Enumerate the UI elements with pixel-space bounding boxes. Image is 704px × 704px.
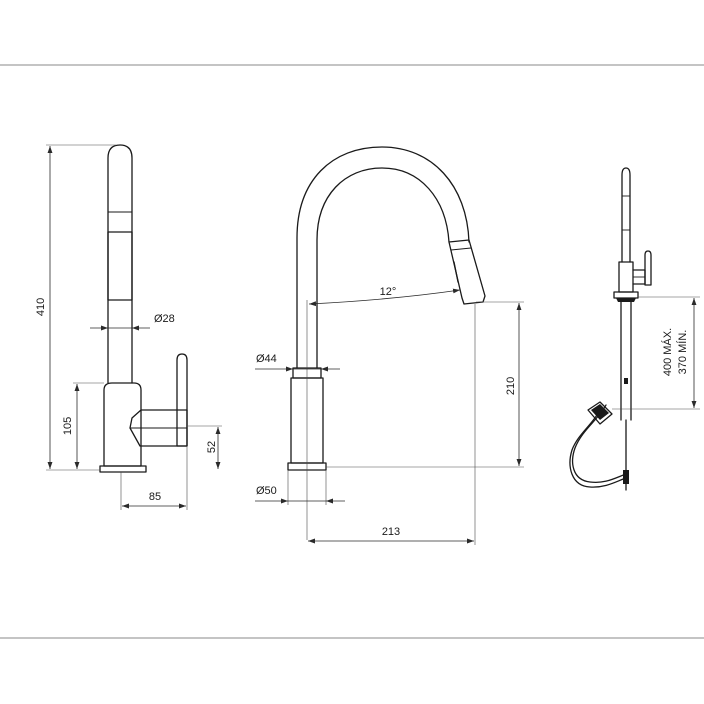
install-hose-weight — [587, 401, 613, 425]
dim-105-label: 105 — [62, 417, 74, 435]
dim-210-label: 210 — [505, 377, 517, 395]
side-lever-handle — [176, 353, 188, 447]
dim-12deg-label: 12° — [380, 286, 397, 298]
install-base-plate — [613, 291, 639, 299]
dim-410-label: 410 — [35, 298, 47, 316]
front-spray-head-button — [453, 261, 459, 283]
install-hose — [572, 404, 627, 484]
dim-d28-label: Ø28 — [154, 313, 175, 325]
dim-hose-min-label: 370 MÍN. — [676, 330, 689, 375]
front-spray-head-band — [450, 247, 472, 251]
dim-85-label: 85 — [149, 491, 161, 503]
dim-d50-label: Ø50 — [256, 485, 277, 497]
side-base-plate — [99, 465, 147, 473]
side-view: 410 105 Ø28 52 85 — [35, 144, 222, 510]
side-lever-joint — [129, 409, 188, 447]
dim-d44-label: Ø44 — [256, 353, 277, 365]
front-gooseneck-inner — [316, 167, 450, 369]
install-body — [618, 261, 634, 293]
dim-213-label: 213 — [382, 526, 400, 538]
front-view: 12° 210 213 Ø44 Ø50 — [255, 146, 524, 545]
side-body — [103, 382, 142, 467]
installation-view: 400 MÁX. 370 MÍN. — [569, 167, 700, 491]
side-spout — [107, 144, 133, 384]
dim-52-label: 52 — [206, 441, 218, 453]
install-lever — [644, 250, 652, 286]
install-spout — [621, 167, 631, 263]
front-gooseneck-outer — [296, 146, 470, 369]
dim-hose-max-label: 400 MÁX. — [661, 328, 674, 376]
dim-12deg-arc — [308, 288, 461, 307]
side-spray-head-band — [107, 231, 133, 301]
